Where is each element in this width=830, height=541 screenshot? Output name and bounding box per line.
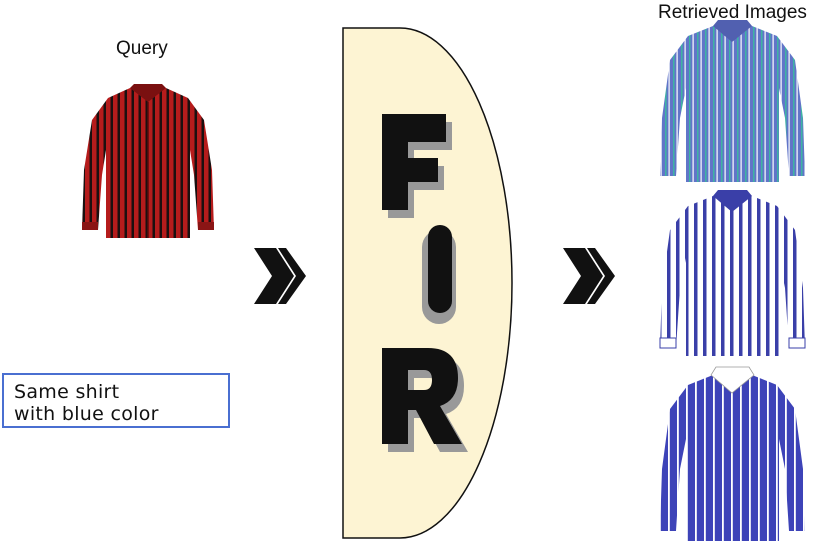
letter-i <box>422 225 456 324</box>
retrieved-images-label: Retrieved Images <box>658 2 807 23</box>
fir-model-block <box>342 27 513 539</box>
letter-f <box>382 114 452 218</box>
text-query-box: Same shirt with blue color <box>2 373 230 428</box>
query-label: Query <box>116 38 168 59</box>
chevron-arrow-icon <box>563 248 615 304</box>
text-query-line1: Same shirt <box>14 381 120 403</box>
blue-striped-shirt-icon <box>660 20 805 182</box>
chevron-arrow-icon <box>254 248 306 304</box>
blue-striped-white-collar-shirt-icon <box>660 366 805 541</box>
text-query-line2: with blue color <box>14 403 159 425</box>
red-striped-shirt-icon <box>82 84 214 238</box>
letter-r <box>382 348 468 452</box>
blue-white-striped-shirt-icon <box>659 190 806 356</box>
